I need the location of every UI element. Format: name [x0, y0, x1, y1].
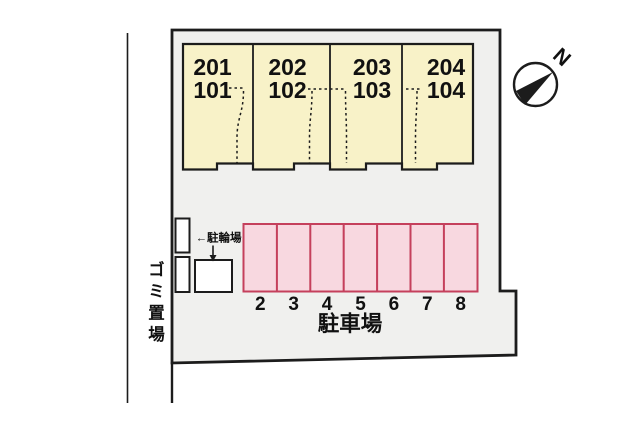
- parking-stall-number: 4: [322, 294, 333, 315]
- parking-area: 2 3 4 5 6 7 8 駐車場: [242, 223, 479, 336]
- parking-stall-number: 2: [255, 294, 266, 315]
- parking-stall-number: 7: [422, 294, 433, 315]
- bicycle-parking-rect-2: [174, 256, 191, 293]
- unit-204-lower-label: 104: [427, 77, 466, 103]
- garbage-area-label: ゴミ置場: [145, 261, 164, 347]
- bicycle-parking-rect-3: [194, 259, 233, 293]
- bicycle-parking-rect-1: [174, 217, 191, 254]
- parking-stall-number: 5: [355, 294, 366, 315]
- building: 201 101 202 102 203 103 204 104: [181, 42, 475, 171]
- entrance-dashed-line-3: [406, 88, 420, 163]
- parking-stall-2: [242, 223, 279, 293]
- unit-203-lower-label: 103: [353, 77, 391, 103]
- unit-201-lower-label: 101: [193, 77, 232, 103]
- parking-stall-3: [275, 223, 312, 293]
- parking-stall-number: 3: [288, 294, 299, 315]
- bicycle-parking-label: ←駐輪場: [196, 231, 242, 245]
- parking-stall-number: 6: [389, 294, 400, 315]
- unit-204-upper-label: 204: [427, 54, 466, 80]
- bicycle-parking: ←駐輪場: [174, 217, 242, 293]
- building-outline: [181, 42, 475, 171]
- parking-stall-7: [409, 223, 446, 293]
- north-arrow-icon: [516, 72, 553, 105]
- down-arrow-icon: [209, 255, 217, 262]
- parking-stall-4: [309, 223, 345, 293]
- unit-201-upper-label: 201: [193, 54, 232, 80]
- parking-stall-5: [342, 223, 379, 293]
- unit-202-lower-label: 102: [268, 77, 306, 103]
- entrance-dashed-line-2: [308, 88, 348, 163]
- parking-stall-8: [442, 223, 479, 293]
- parking-stall-6: [376, 223, 412, 293]
- compass: N: [512, 44, 575, 108]
- entrance-dashed-line-1: [229, 87, 245, 163]
- parking-stall-number: 8: [455, 294, 466, 315]
- parking-area-label: 駐車場: [318, 312, 383, 336]
- unit-203-upper-label: 203: [353, 54, 391, 80]
- compass-n-label: N: [548, 44, 575, 71]
- unit-202-upper-label: 202: [268, 54, 306, 80]
